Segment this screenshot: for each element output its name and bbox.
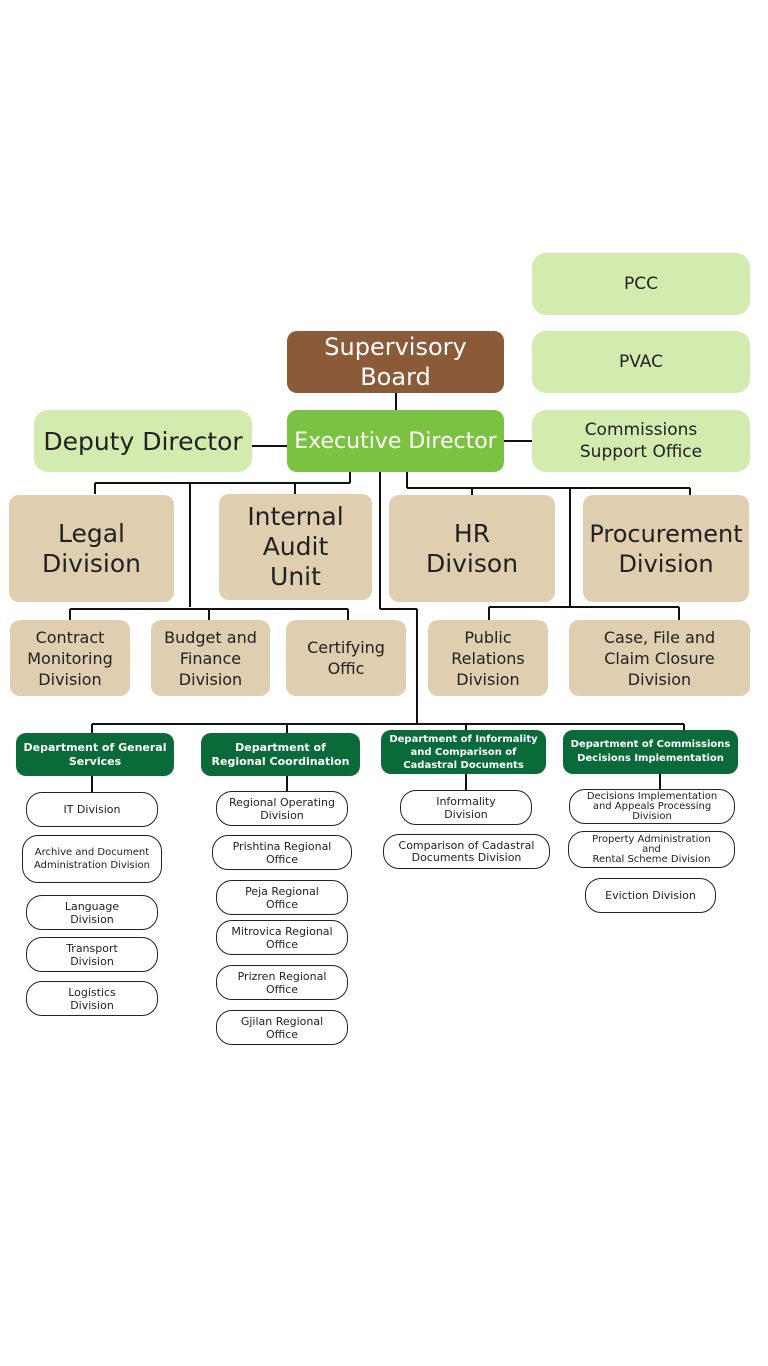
unit-label: Prizren Regional Office	[237, 969, 327, 996]
unit-label: Property Administration and Rental Schem…	[592, 833, 711, 865]
budget-finance-division-box: Budget and Finance Division	[151, 620, 270, 696]
contract-monitoring-division-box: Contract Monitoring Division	[10, 620, 130, 696]
department-informality-label: Department of Informality and Comparison…	[389, 733, 538, 771]
pvac-label: PVAC	[619, 352, 663, 372]
department-general-services-label: Department of General Services	[23, 740, 167, 768]
unit-label: Archive and Document Administration Divi…	[34, 847, 150, 871]
eviction-division-box: Eviction Division	[585, 878, 716, 913]
deputy-director-box: Deputy Director	[34, 410, 252, 472]
pcc-box: PCC	[532, 253, 750, 315]
unit-label: Comparison of Cadastral Documents Divisi…	[398, 838, 535, 864]
legal-division-label: Legal Division	[41, 518, 142, 578]
unit-label: Informality Division	[436, 794, 496, 821]
procurement-division-box: Procurement Division	[583, 495, 749, 602]
archive-document-division-box: Archive and Document Administration Divi…	[22, 835, 162, 883]
certifying-office-label: Certifying Offic	[307, 638, 385, 678]
logistics-division-box: Logistics Division	[26, 981, 158, 1016]
unit-label: IT Division	[63, 803, 121, 816]
case-file-claim-division-box: Case, File and Claim Closure Division	[569, 620, 750, 696]
department-informality-box: Department of Informality and Comparison…	[381, 730, 546, 774]
certifying-office-box: Certifying Offic	[286, 620, 406, 696]
decisions-implementation-division-box: Decisions Implementation and Appeals Pro…	[569, 789, 735, 824]
unit-label: Logistics Division	[68, 985, 116, 1012]
contract-monitoring-division-label: Contract Monitoring Division	[27, 627, 113, 689]
executive-director-box: Executive Director	[287, 410, 504, 472]
supervisory-board-label: Supervisory Board	[324, 333, 467, 391]
deputy-director-label: Deputy Director	[43, 426, 243, 456]
it-division-box: IT Division	[26, 792, 158, 827]
supervisory-board-box: Supervisory Board	[287, 331, 504, 393]
unit-label: Decisions Implementation and Appeals Pro…	[586, 790, 718, 822]
comparison-cadastral-division-box: Comparison of Cadastral Documents Divisi…	[383, 834, 550, 869]
public-relations-division-box: Public Relations Division	[428, 620, 548, 696]
public-relations-division-label: Public Relations Division	[451, 627, 525, 689]
commissions-support-office-box: Commissions Support Office	[532, 410, 750, 472]
hr-division-box: HR Divison	[389, 495, 555, 602]
prizren-regional-office-box: Prizren Regional Office	[216, 965, 348, 1000]
unit-label: Prishtina Regional Office	[232, 839, 332, 866]
unit-label: Regional Operating Division	[229, 795, 335, 822]
legal-division-box: Legal Division	[9, 495, 174, 602]
hr-division-label: HR Divison	[425, 518, 519, 578]
pvac-box: PVAC	[532, 331, 750, 393]
internal-audit-unit-box: Internal Audit Unit	[219, 494, 372, 600]
department-general-services-box: Department of General Services	[16, 733, 174, 776]
case-file-claim-division-label: Case, File and Claim Closure Division	[603, 627, 716, 689]
pcc-label: PCC	[624, 274, 658, 294]
department-commissions-decisions-label: Department of Commissions Decisions Impl…	[570, 739, 731, 764]
department-regional-coordination-box: Department of Regional Coordination	[201, 733, 360, 776]
procurement-division-label: Procurement Division	[589, 519, 743, 578]
unit-label: Gjilan Regional Office	[240, 1014, 324, 1041]
internal-audit-unit-label: Internal Audit Unit	[247, 502, 344, 591]
department-regional-coordination-label: Department of Regional Coordination	[211, 740, 350, 768]
property-administration-division-box: Property Administration and Rental Schem…	[568, 831, 735, 868]
department-commissions-decisions-box: Department of Commissions Decisions Impl…	[563, 730, 738, 774]
mitrovica-regional-office-box: Mitrovica Regional Office	[216, 920, 348, 955]
peja-regional-office-box: Peja Regional Office	[216, 880, 348, 915]
unit-label: Language Division	[64, 899, 120, 926]
commissions-support-office-label: Commissions Support Office	[579, 420, 703, 462]
transport-division-box: Transport Division	[26, 937, 158, 972]
gjilan-regional-office-box: Gjilan Regional Office	[216, 1010, 348, 1045]
executive-director-label: Executive Director	[294, 428, 497, 454]
unit-label: Peja Regional Office	[245, 884, 319, 911]
regional-operating-division-box: Regional Operating Division	[216, 791, 348, 826]
unit-label: Transport Division	[66, 941, 118, 968]
budget-finance-division-label: Budget and Finance Division	[164, 627, 257, 689]
informality-division-box: Informality Division	[400, 790, 532, 825]
prishtina-regional-office-box: Prishtina Regional Office	[212, 835, 352, 870]
unit-label: Eviction Division	[605, 889, 696, 902]
unit-label: Mitrovica Regional Office	[231, 924, 333, 951]
language-division-box: Language Division	[26, 895, 158, 930]
